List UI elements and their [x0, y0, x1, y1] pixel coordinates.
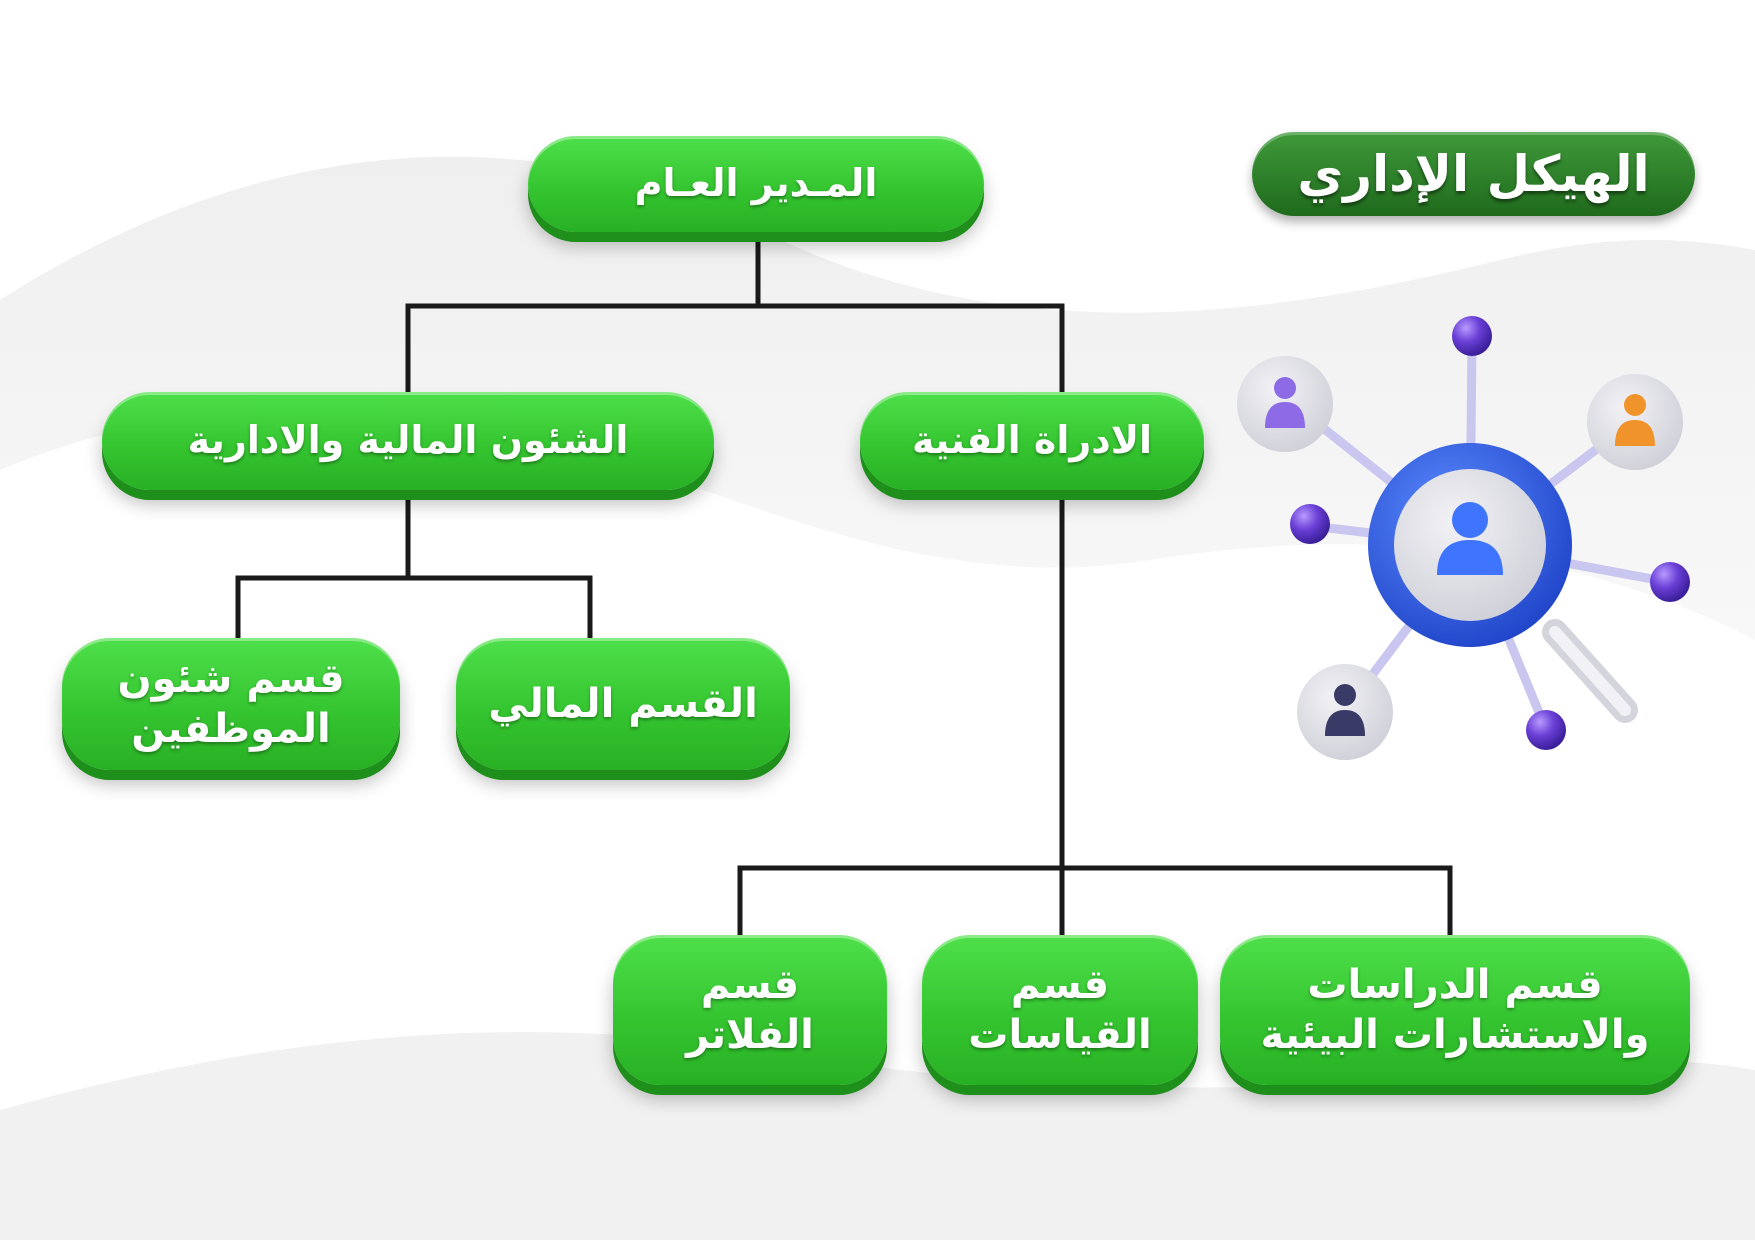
node-finance-dept: القسم المالي [456, 638, 790, 770]
node-env-studies-dept-label: قسم الدراسات والاستشارات البيئية [1260, 962, 1650, 1058]
node-finance-dept-label: القسم المالي [488, 681, 758, 727]
node-general-manager-label: المـدير العـام [634, 161, 878, 206]
node-technical-admin: الادراة الفنية [860, 392, 1204, 490]
node-finance-admin: الشئون المالية والادارية [102, 392, 714, 490]
page-title: الهيكل الإداري [1252, 132, 1695, 216]
node-env-studies-dept: قسم الدراسات والاستشارات البيئية [1220, 935, 1690, 1085]
node-filters-dept: قسم الفلاتر [613, 935, 887, 1085]
node-hr-dept-label: قسم شئون الموظفين [117, 656, 345, 752]
node-measurements-dept: قسم القياسات [922, 935, 1198, 1085]
node-filters-dept-label: قسم الفلاتر [686, 962, 814, 1058]
node-technical-admin-label: الادراة الفنية [911, 418, 1153, 463]
node-hr-dept: قسم شئون الموظفين [62, 638, 400, 770]
node-measurements-dept-label: قسم القياسات [968, 962, 1152, 1058]
node-general-manager: المـدير العـام [528, 136, 984, 232]
page-title-text: الهيكل الإداري [1297, 145, 1650, 203]
people-network-magnifier-icon [1237, 316, 1690, 760]
node-finance-admin-label: الشئون المالية والادارية [187, 418, 629, 463]
